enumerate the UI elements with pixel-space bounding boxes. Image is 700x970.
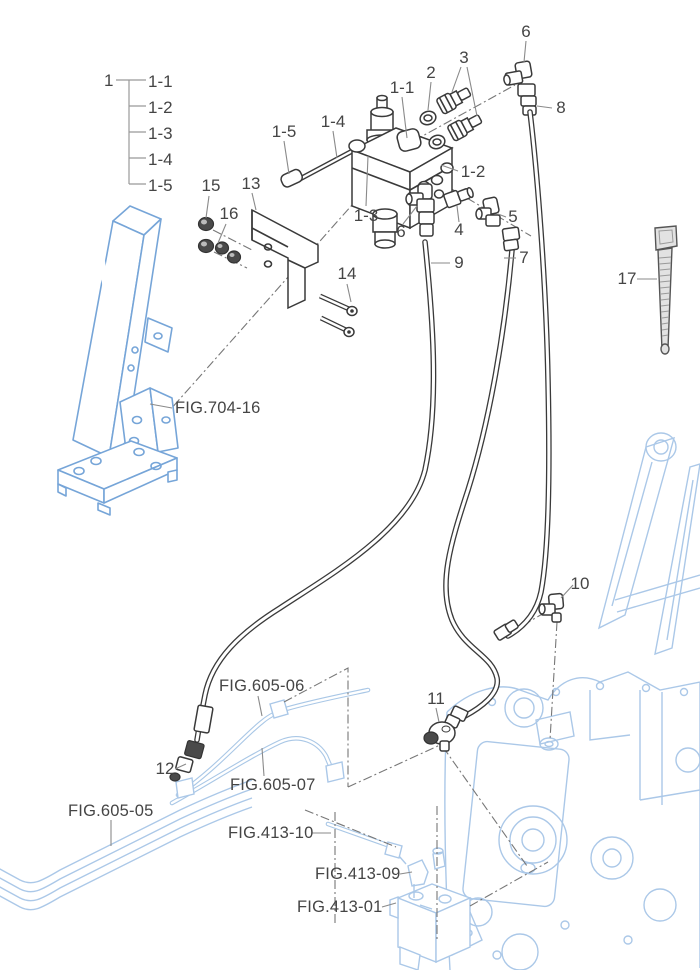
fig-413-01-label: FIG.413-01 [297,898,382,916]
callout-1-2: 1-2 [461,162,486,181]
legend-root: 1 [104,71,113,90]
pipe-fitting [384,841,403,859]
elbow-10 [538,592,565,623]
pipe-fitting [325,761,345,783]
callout-12: 12 [156,759,175,778]
callout-1-1: 1-1 [390,78,415,97]
elbow-6-top [503,60,537,116]
callout-13: 13 [242,174,261,193]
legend-item-1: 1-1 [148,72,173,91]
callout-16: 16 [220,204,239,223]
tie-ribs [658,256,672,337]
hose-8 [493,109,552,641]
hose-9 [193,239,437,743]
legend-item-5: 1-5 [148,176,173,195]
legend-item-3: 1-3 [148,124,173,143]
callout-11: 11 [427,689,445,708]
valve-413-01-reference [389,847,472,970]
callout-5: 5 [508,207,517,226]
nuts-15 [197,216,215,254]
hose-7 [443,226,521,729]
callout-6-top: 6 [521,22,530,41]
legend-item-2: 1-2 [148,98,173,117]
pipe-fitting [175,777,195,799]
nuts-2 [419,110,446,150]
callout-2: 2 [426,63,435,82]
callout-14: 14 [338,264,357,283]
fig-413-09-label: FIG.413-09 [315,865,400,883]
callout-labels: 1-1 1-2 1-3 1-4 1-5 2 3 4 5 6 6 7 8 9 10… [156,22,637,778]
legend-tree: 1 1-1 1-2 1-3 1-4 1-5 [104,71,173,195]
fitting-12 [169,740,205,782]
callout-10: 10 [571,574,590,593]
callout-1-5: 1-5 [272,122,297,141]
fig-605-07-label: FIG.605-07 [230,776,315,794]
figure-ref-labels: FIG.704-16 FIG.605-06 FIG.605-07 FIG.605… [68,399,400,916]
callout-15: 15 [202,176,221,195]
couplers-3 [436,87,483,142]
legend-item-4: 1-4 [148,150,173,169]
elbow-6-valve [405,183,435,237]
callout-1-4: 1-4 [321,112,346,131]
callout-4: 4 [454,220,463,239]
callout-3: 3 [459,48,468,67]
elbow-5 [475,196,501,227]
callout-17: 17 [618,269,637,288]
cable-tie-17 [654,225,678,355]
bolt-dots [487,681,689,960]
callout-7: 7 [519,248,528,267]
washers-16 [214,241,242,264]
elbow-11 [423,721,456,752]
mounting-stand [57,205,179,516]
transmission-reference [439,432,700,970]
fitting-4 [443,187,474,209]
lever-knob-1-5 [280,168,304,188]
fitting-413-09 [407,859,429,887]
callout-9: 9 [454,253,463,272]
fig-704-16-label: FIG.704-16 [175,399,260,417]
fig-605-06-label: FIG.605-06 [219,677,304,695]
leader-lines [110,40,657,908]
bracket-13 [251,208,319,310]
reference-pipes [0,687,407,911]
bolts-14 [318,293,358,338]
fig-605-05-label: FIG.605-05 [68,802,153,820]
callout-8: 8 [556,98,565,117]
callout-6-valve: 6 [396,222,405,241]
callout-1-3: 1-3 [354,206,379,225]
fig-413-10-label: FIG.413-10 [228,824,313,842]
pipe-fitting [269,699,289,719]
